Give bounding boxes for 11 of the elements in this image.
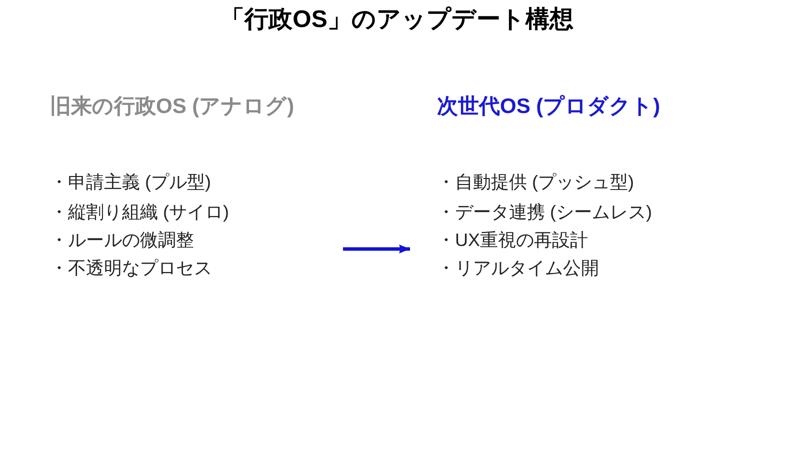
list-item: ・ルールの微調整 — [50, 229, 194, 252]
list-item: ・データ連携 (シームレス) — [437, 201, 652, 224]
column-heading: 旧来の行政OS (アナログ) — [50, 94, 294, 120]
list-item: ・縦割り組織 (サイロ) — [50, 201, 229, 224]
list-item: ・リアルタイム公開 — [437, 257, 599, 280]
column-heading: 次世代OS (プロダクト) — [437, 94, 660, 120]
diagram-title: 「行政OS」のアップデート構想 — [220, 5, 574, 35]
list-item: ・UX重視の再設計 — [437, 229, 588, 252]
list-item: ・不透明なプロセス — [50, 257, 212, 280]
list-item: ・申請主義 (プル型) — [50, 171, 211, 194]
list-item: ・自動提供 (プッシュ型) — [437, 171, 634, 194]
